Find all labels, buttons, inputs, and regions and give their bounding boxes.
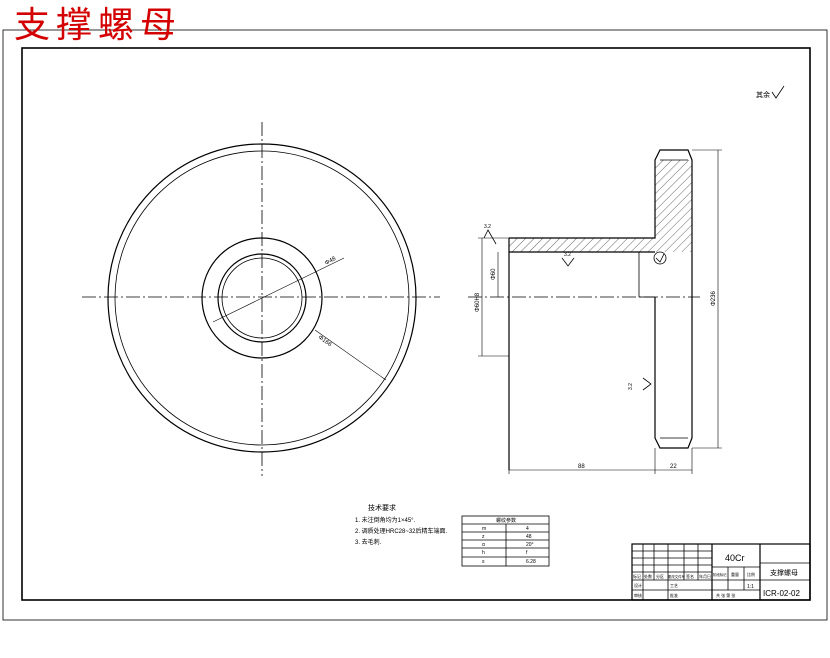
tb-row-label-4: 签名 <box>686 573 694 579</box>
tb-scale-label: 比例 <box>747 571 755 577</box>
tech-item-2: 2. 调质处理HRC28~32后精车端面. <box>355 527 448 535</box>
thread-row-4-key: s <box>482 559 485 565</box>
thread-row-1-val: 48 <box>526 534 532 540</box>
label-bore-dia: Φ60 <box>491 268 497 280</box>
tb-role-2: 工艺 <box>670 583 678 588</box>
sheet-border <box>2 29 828 621</box>
thread-row-0-key: m <box>482 526 486 532</box>
thread-row-1-key: z <box>482 534 485 540</box>
front-view: Φ48 Φ166 <box>82 122 440 476</box>
sheet-frame <box>21 47 811 601</box>
leader-outer-dia <box>314 329 387 381</box>
hatch-hub-wall <box>509 238 655 252</box>
tech-item-3: 3. 去毛刺. <box>355 538 382 546</box>
outer-circle <box>107 143 417 453</box>
label-roughness-c: 3.2 <box>628 383 634 390</box>
tb-row-label-0: 标记 <box>633 573 641 579</box>
thread-row-3-key: h <box>482 550 485 556</box>
label-hub-length: 88 <box>578 464 585 470</box>
tb-row-label-3: 更改文件号 <box>668 574 686 579</box>
thread-table-header: 螺纹参数 <box>496 517 516 524</box>
roughness-mark-b <box>561 257 575 267</box>
roughness-mark-a <box>483 229 497 245</box>
weld-mark-x <box>655 253 665 263</box>
tb-row-label-2: 分区 <box>656 573 664 579</box>
section-view: Φ60H8 Φ60 Φ236 88 22 3.2 3.2 3.2 <box>468 149 722 474</box>
hub-circle <box>201 237 323 359</box>
label-outer-dia: Φ166 <box>317 335 333 349</box>
weld-mark <box>653 251 667 265</box>
title-block: 标记 处数 分区 更改文件号 签名 年月日 设计 审核 工艺 批准 40Cr 阶… <box>631 543 811 601</box>
label-flange-width: 22 <box>670 464 677 470</box>
thread-row-3-val: f <box>526 550 528 556</box>
tb-scale: 1:1 <box>747 584 754 590</box>
tech-requirements: 技术要求 1. 未注倒角均为1×45°. 2. 调质处理HRC28~32后精车端… <box>355 503 448 546</box>
outer-inner-circle <box>114 150 410 446</box>
section-outline <box>508 149 693 470</box>
tb-material: 40Cr <box>725 553 745 563</box>
label-hub-dia: Φ60H8 <box>475 292 481 312</box>
tb-weight-label: 重量 <box>731 571 739 577</box>
leader-inner-dia <box>212 257 345 323</box>
thread-table: 螺纹参数 m 4 z 48 α 20° h f s 6.28 <box>461 515 550 567</box>
tb-row-label-5: 年月日 <box>699 573 711 579</box>
label-inner-dia: Φ48 <box>324 256 338 267</box>
tech-item-1: 1. 未注倒角均为1×45°. <box>355 516 416 524</box>
tb-stage-label: 阶段标记 <box>713 572 727 577</box>
tb-role-0: 设计 <box>634 582 642 588</box>
tb-part-name: 支撑螺母 <box>770 568 798 577</box>
label-roughness-b: 3.2 <box>564 252 571 258</box>
roughness-note: 其余 <box>756 90 770 99</box>
roughness-mark-c <box>642 377 652 391</box>
tb-role-3: 批准 <box>670 592 678 598</box>
thread-row-4-val: 6.28 <box>526 559 536 565</box>
roughness-symbol <box>771 85 785 99</box>
hatch-flange <box>655 160 692 252</box>
label-outer-height: Φ236 <box>711 291 717 306</box>
thread-row-2-key: α <box>482 542 485 548</box>
tb-sheet-label: 共 张 第 张 <box>716 592 735 598</box>
bore-circle-inner <box>221 257 303 339</box>
tb-role-1: 审核 <box>634 592 642 598</box>
tech-heading: 技术要求 <box>368 503 396 512</box>
tb-drawing-number: ICR-02-02 <box>763 589 800 598</box>
drawing-title: 支撑螺母 <box>14 5 183 46</box>
thread-row-0-val: 4 <box>526 526 529 532</box>
thread-row-2-val: 20° <box>526 542 534 548</box>
tb-row-label-1: 处数 <box>644 573 652 579</box>
bore-circle-outer <box>217 253 307 343</box>
label-roughness-a: 3.2 <box>484 224 491 230</box>
